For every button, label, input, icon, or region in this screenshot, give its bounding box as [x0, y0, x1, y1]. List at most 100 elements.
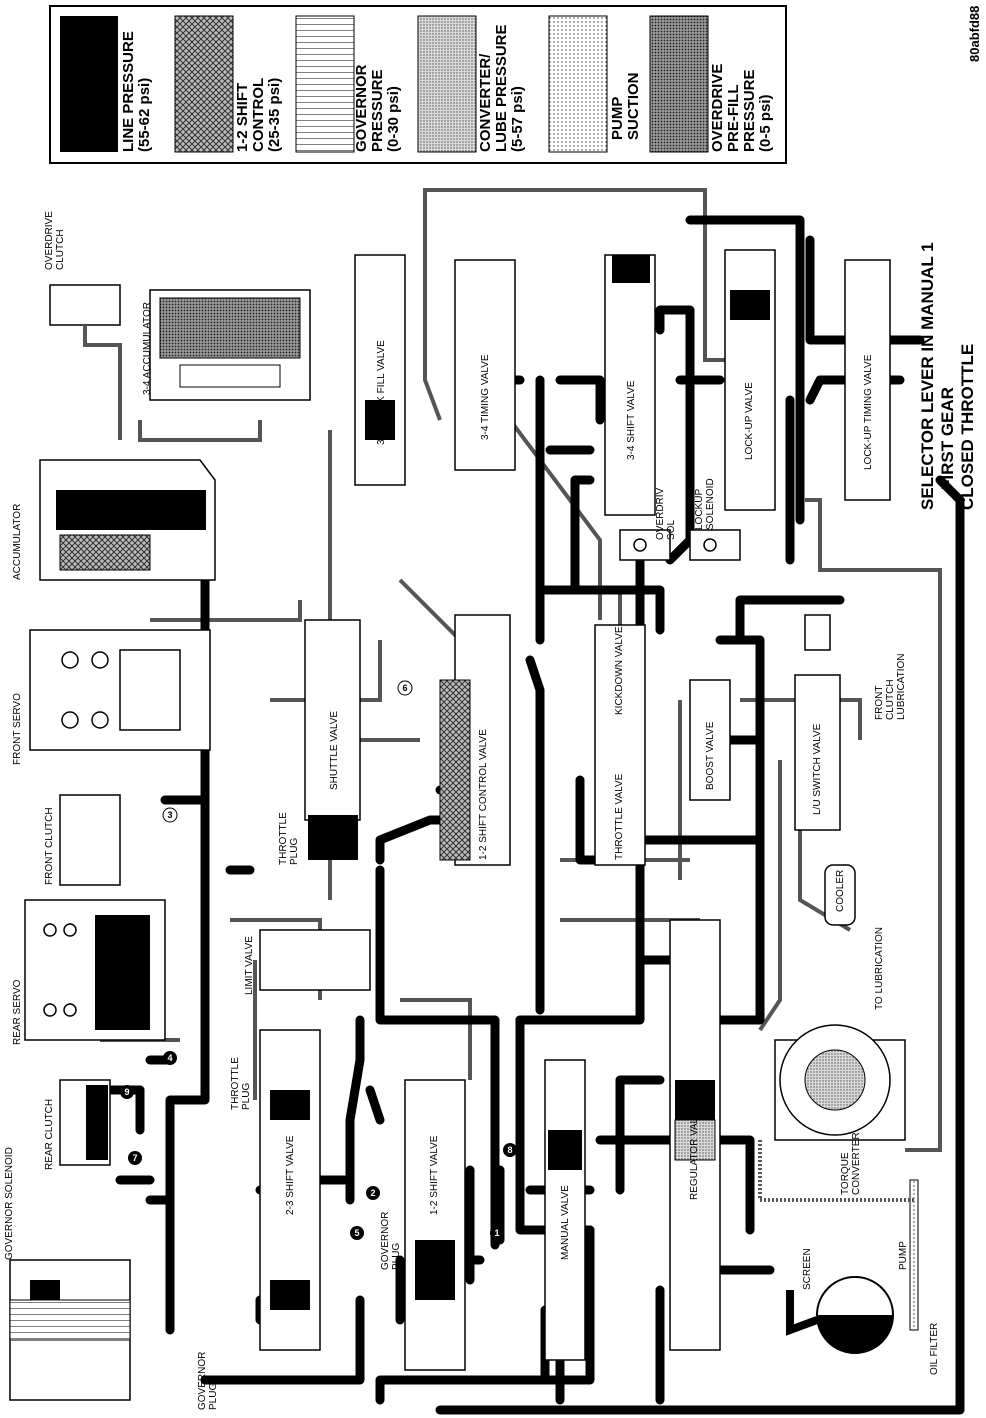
cooler	[824, 864, 856, 926]
label-to-lubrication: TO LUBRICATION	[874, 927, 885, 1010]
label-manual-valve: MANUAL VALVE	[560, 1185, 571, 1260]
label-pump: PUMP	[898, 1241, 909, 1270]
label-governor-plug-12: GOVERNORPLUG	[380, 1212, 402, 1270]
overdrive-clutch	[49, 284, 122, 440]
label-lockup-timing-valve: LOCK-UP TIMING VALVE	[863, 354, 874, 470]
plug-block	[804, 614, 831, 651]
boost-valve-body	[689, 679, 731, 801]
label-torque-converter: TORQUECONVERTER	[840, 1132, 862, 1195]
label-boost-valve: BOOST VALVE	[705, 721, 716, 790]
label-accumulator-34: 3-4 ACCUMULATOR	[142, 302, 153, 395]
check-ball-5	[350, 1226, 364, 1240]
pump-oil-filter	[758, 1140, 919, 1354]
check-ball-3	[162, 807, 178, 823]
legend-swatch-line-pressure	[60, 16, 118, 152]
legend-overdrive-prefill: OVERDRIVE PRE-FILL PRESSURE (0-5 psi)	[709, 59, 774, 152]
label-throttle-valve: THROTTLE VALVE	[614, 773, 625, 860]
legend-swatch-converter-lube	[417, 15, 477, 153]
quick-fill-valve-body	[354, 254, 406, 486]
timing-valve-34-body	[454, 259, 516, 471]
legend-converter-lube: CONVERTER/ LUBE PRESSURE (5-57 psi)	[477, 20, 526, 152]
label-lockup-solenoid: LOCKUPSOLENOID	[694, 478, 716, 530]
lockup-valve-body	[689, 249, 776, 561]
label-lockup-valve: LOCK-UP VALVE	[744, 382, 755, 460]
kickdown-throttle-body	[594, 624, 646, 866]
label-governor-solenoid: GOVERNOR SOLENOID	[4, 1147, 15, 1260]
check-ball-6	[397, 680, 413, 696]
shift-valve-34-body	[604, 254, 671, 561]
label-throttle-plug-upper: THROTTLEPLUG	[278, 812, 300, 865]
label-lu-switch-valve: L/U SWITCH VALVE	[812, 723, 823, 815]
accumulator-34	[149, 289, 311, 401]
limit-valve-body	[259, 929, 371, 991]
check-ball-2	[366, 1186, 380, 1200]
shift-valve-12-body	[404, 1079, 466, 1371]
legend-swatch-pump-suction	[548, 15, 608, 153]
label-shift-valve-34: 3-4 SHIFT VALVE	[626, 380, 637, 460]
legend: LINE PRESSURE (55-62 psi) 1-2 SHIFT CONT…	[49, 5, 787, 164]
front-clutch	[59, 794, 121, 886]
svg-text:1: 1	[494, 1228, 499, 1238]
label-oil-filter: OIL FILTER	[929, 1323, 940, 1375]
svg-text:4: 4	[167, 1053, 172, 1063]
label-overdrive-sol: OVERDRIVSOL	[655, 487, 677, 540]
shift-control-valve-12-body	[439, 614, 511, 866]
legend-swatch-governor-pressure	[295, 15, 355, 153]
check-balls: 1 2 3 4 5 6 7 8 9	[120, 680, 517, 1240]
label-timing-valve-34: 3-4 TIMING VALVE	[480, 354, 491, 440]
label-shift-valve-12: 1-2 SHIFT VALVE	[429, 1135, 440, 1215]
torque-converter	[774, 1024, 906, 1141]
label-front-clutch-lubrication: FRONTCLUTCHLUBRICATION	[874, 654, 907, 721]
manual-valve-body	[544, 1059, 586, 1361]
rear-clutch	[59, 1079, 111, 1166]
legend-shift-control: 1-2 SHIFT CONTROL (25-35 psi)	[234, 74, 283, 152]
label-throttle-plug-lower: THROTTLEPLUG	[230, 1057, 252, 1110]
regulator-valve-body	[669, 919, 721, 1351]
check-ball-1	[490, 1226, 504, 1240]
label-screen: SCREEN	[802, 1248, 813, 1290]
label-regulator-valve: REGULATOR VALVE	[689, 1105, 700, 1200]
legend-line-pressure: LINE PRESSURE (55-62 psi)	[120, 27, 153, 152]
label-limit-valve: LIMIT VALVE	[244, 936, 255, 995]
lockup-timing-valve-body	[844, 259, 891, 501]
component-labels: OVERDRIVECLUTCH 3-4 ACCUMULATOR ACCUMULA…	[4, 211, 940, 1410]
svg-text:6: 6	[402, 683, 407, 693]
accumulator	[39, 459, 216, 581]
label-governor-plug: GOVERNORPLUG	[197, 1352, 219, 1410]
label-front-servo: FRONT SERVO	[12, 693, 23, 765]
label-rear-servo: REAR SERVO	[12, 979, 23, 1045]
diagram-id: 80abfd88	[967, 6, 982, 62]
legend-pump-suction: PUMP SUCTION	[609, 73, 642, 141]
svg-text:9: 9	[124, 1087, 129, 1097]
check-ball-7	[128, 1151, 142, 1165]
label-shuttle-valve: SHUTTLE VALVE	[329, 711, 340, 790]
rear-servo	[24, 899, 166, 1041]
label-kickdown-valve: KICKDOWN VALVE	[614, 626, 625, 715]
label-shift-valve-23: 2-3 SHIFT VALVE	[285, 1135, 296, 1215]
svg-text:8: 8	[507, 1145, 512, 1155]
line-pressure-lines	[85, 215, 965, 1415]
shuttle-valve-body	[304, 619, 361, 860]
svg-text:7: 7	[132, 1153, 137, 1163]
label-overdrive-clutch: OVERDRIVECLUTCH	[44, 211, 66, 270]
diagram-title: SELECTOR LEVER IN MANUAL 1 FIRST GEAR CL…	[918, 238, 977, 510]
check-ball-8	[503, 1143, 517, 1157]
legend-swatch-shift-control	[174, 15, 234, 153]
label-quick-fill-valve: 3-4 QUICK FILL VALVE	[376, 340, 387, 445]
legend-swatch-overdrive-prefill	[649, 15, 709, 153]
svg-text:5: 5	[354, 1228, 359, 1238]
label-rear-clutch: REAR CLUTCH	[44, 1099, 55, 1170]
front-servo	[29, 629, 211, 751]
label-shift-control-valve-12: 1-2 SHIFT CONTROL VALVE	[478, 729, 489, 860]
governor-solenoid	[9, 1259, 131, 1401]
label-front-clutch: FRONT CLUTCH	[44, 807, 55, 885]
check-ball-9	[120, 1085, 134, 1099]
svg-text:3: 3	[167, 810, 172, 820]
label-accumulator: ACCUMULATOR	[12, 504, 23, 580]
legend-governor-pressure: GOVERNOR PRESSURE (0-30 psi)	[353, 60, 402, 152]
check-ball-4	[163, 1051, 177, 1065]
label-cooler: COOLER	[835, 870, 846, 912]
shift-valve-23-body	[259, 1029, 321, 1351]
lu-switch-valve-body	[794, 674, 841, 831]
